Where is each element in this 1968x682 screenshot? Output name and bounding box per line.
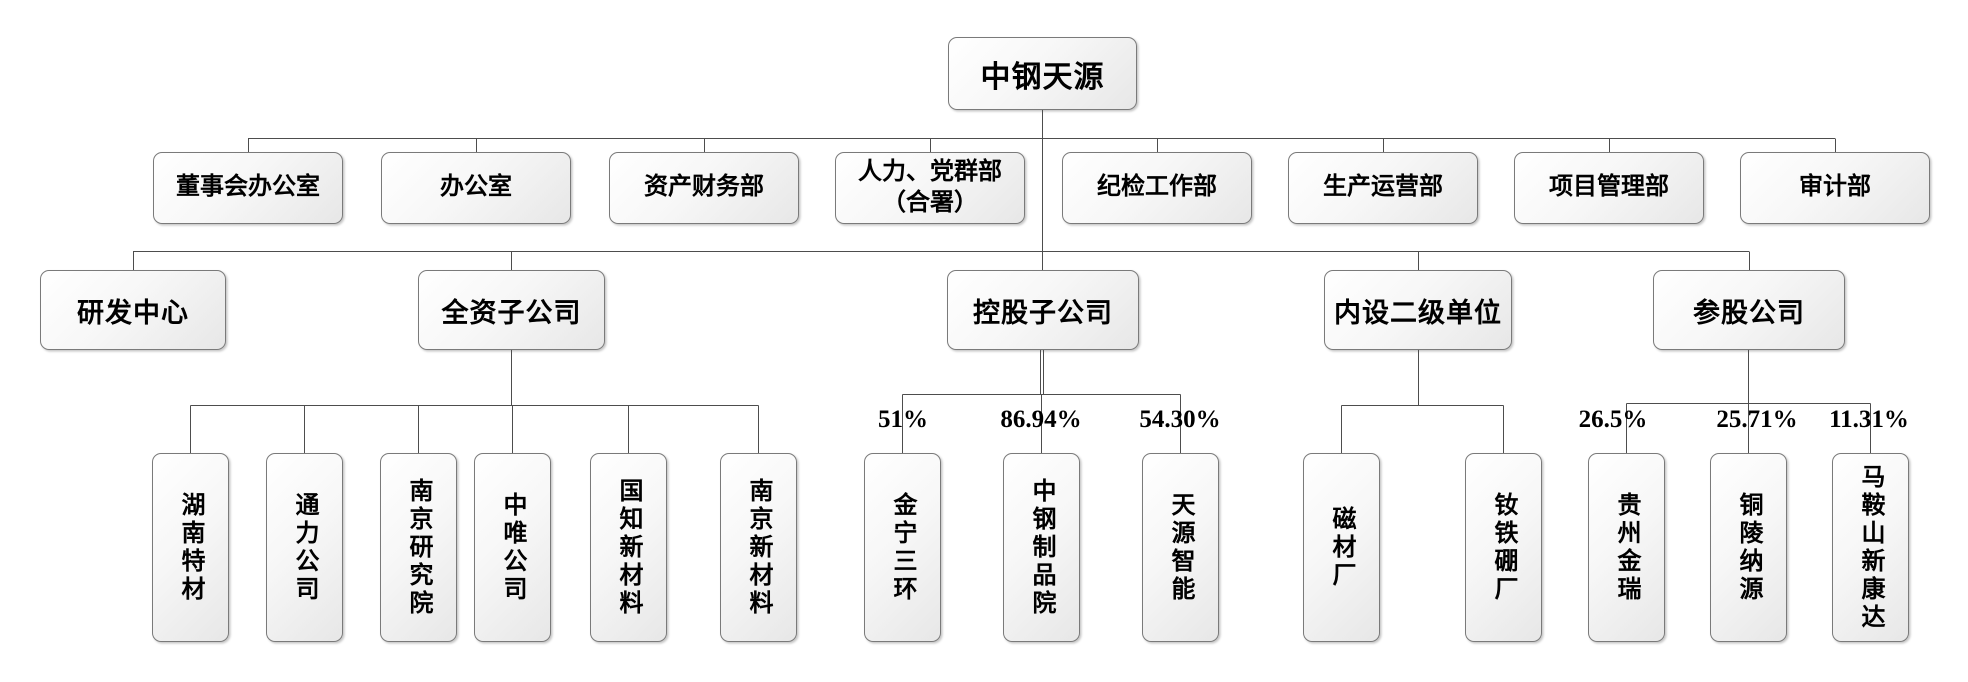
node-guozhi-new-materials: 国知新材料 <box>590 453 667 642</box>
node-asset-finance-dept: 资产财务部 <box>609 152 799 224</box>
node-wholly-owned-subsidiaries: 全资子公司 <box>418 270 605 350</box>
node-maanshan-xinkangda: 马鞍山新康达 <box>1832 453 1909 642</box>
node-magnet-factory: 磁材厂 <box>1303 453 1380 642</box>
node-zhongwei-company: 中唯公司 <box>474 453 551 642</box>
node-sinosteel-products-institute: 中钢制品院 <box>1003 453 1080 642</box>
node-general-office: 办公室 <box>381 152 571 224</box>
node-equity-companies: 参股公司 <box>1653 270 1845 350</box>
stake-jinning-sanhuan: 51% <box>878 406 928 433</box>
node-hunan-tecai: 湖南特材 <box>152 453 229 642</box>
node-tongli-company: 通力公司 <box>266 453 343 642</box>
node-discipline-dept: 纪检工作部 <box>1062 152 1252 224</box>
stake-guizhou-jinrui: 26.5% <box>1578 406 1648 433</box>
node-nanjing-institute: 南京研究院 <box>380 453 457 642</box>
node-jinning-sanhuan: 金宁三环 <box>864 453 941 642</box>
node-audit-dept: 审计部 <box>1740 152 1930 224</box>
node-ndfeb-factory: 钕铁硼厂 <box>1465 453 1542 642</box>
stake-maanshan-xinkangda: 11.31% <box>1829 406 1909 433</box>
node-board-office: 董事会办公室 <box>153 152 343 224</box>
node-production-dept: 生产运营部 <box>1288 152 1478 224</box>
node-nanjing-new-materials: 南京新材料 <box>720 453 797 642</box>
node-internal-units: 内设二级单位 <box>1324 270 1512 350</box>
node-guizhou-jinrui: 贵州金瑞 <box>1588 453 1665 642</box>
stake-tianyuan-intelligent: 54.30% <box>1139 406 1221 433</box>
node-project-mgmt-dept: 项目管理部 <box>1514 152 1704 224</box>
node-holding-subsidiaries: 控股子公司 <box>947 270 1139 350</box>
node-root-company: 中钢天源 <box>948 37 1137 110</box>
stake-sinosteel-products-institute: 86.94% <box>1000 406 1082 433</box>
stake-tongling-nayuan: 25.71% <box>1716 406 1798 433</box>
node-hr-party-dept: 人力、党群部 （合署） <box>835 152 1025 224</box>
node-tianyuan-intelligent: 天源智能 <box>1142 453 1219 642</box>
node-rd-center: 研发中心 <box>40 270 226 350</box>
node-tongling-nayuan: 铜陵纳源 <box>1710 453 1787 642</box>
